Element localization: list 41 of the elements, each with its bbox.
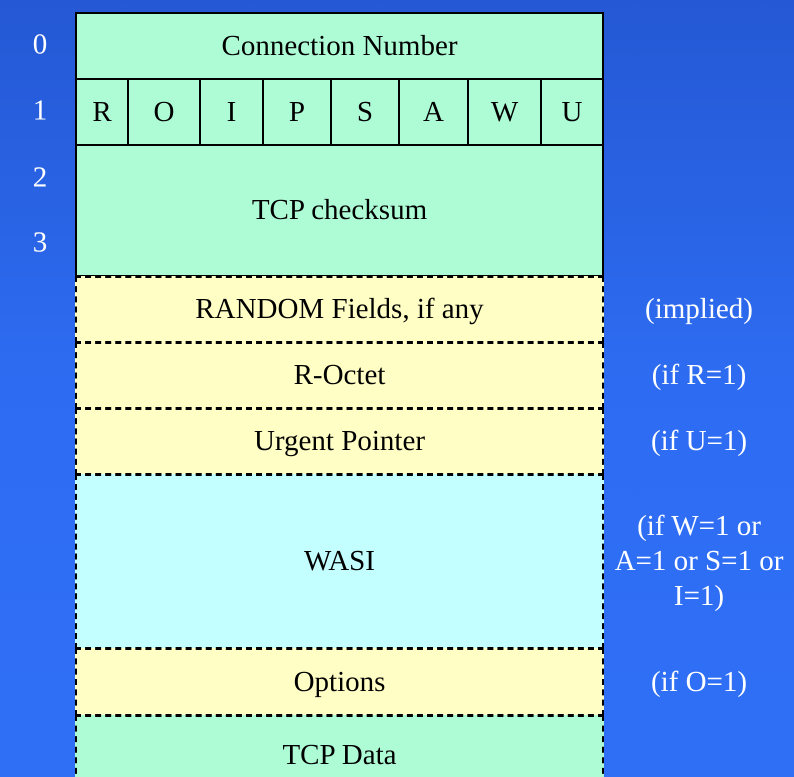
optional-field-box [75,648,604,716]
field-box [75,12,604,80]
row-number: 1 [32,96,48,126]
field-name: S [356,94,374,130]
field-box [75,144,604,277]
flag-bit-box [127,78,201,146]
flag-bit-box [330,78,400,146]
flag-bit-box [467,78,542,146]
field-name: I [226,94,236,130]
field-name: O [154,94,174,130]
optional-field-box [75,342,604,409]
field-name: Urgent Pointer [254,424,426,460]
flag-bit-box [262,78,332,146]
field-name: U [562,94,582,130]
condition-note: (if O=1) [650,664,748,700]
condition-note: (if W=1 or A=1 or S=1 or I=1) [614,509,784,614]
field-name: A [423,94,444,130]
field-name: TCP checksum [252,193,428,228]
optional-field-box [75,474,604,649]
field-name: RANDOM Fields, if any [195,292,484,328]
field-name: Options [294,664,386,700]
field-name: R [92,94,112,130]
flag-bit-box [398,78,469,146]
condition-note: (if U=1) [650,424,748,459]
row-number: 0 [32,30,48,60]
optional-field-box [75,408,604,475]
condition-note: (if R=1) [652,358,746,393]
row-number: 2 [32,164,48,192]
flag-bit-box [199,78,264,146]
condition-note: (implied) [645,292,753,327]
field-name: P [288,94,306,130]
field-name: Connection Number [222,28,458,64]
flag-bit-box [540,78,604,146]
optional-field-box [75,276,604,343]
field-name: TCP Data [282,738,397,773]
field-name: R-Octet [294,358,386,394]
data-field-box [75,715,604,777]
field-name: W [490,94,518,130]
flag-bit-box [75,78,129,146]
field-name: WASI [304,544,375,580]
row-number: 3 [32,228,48,258]
